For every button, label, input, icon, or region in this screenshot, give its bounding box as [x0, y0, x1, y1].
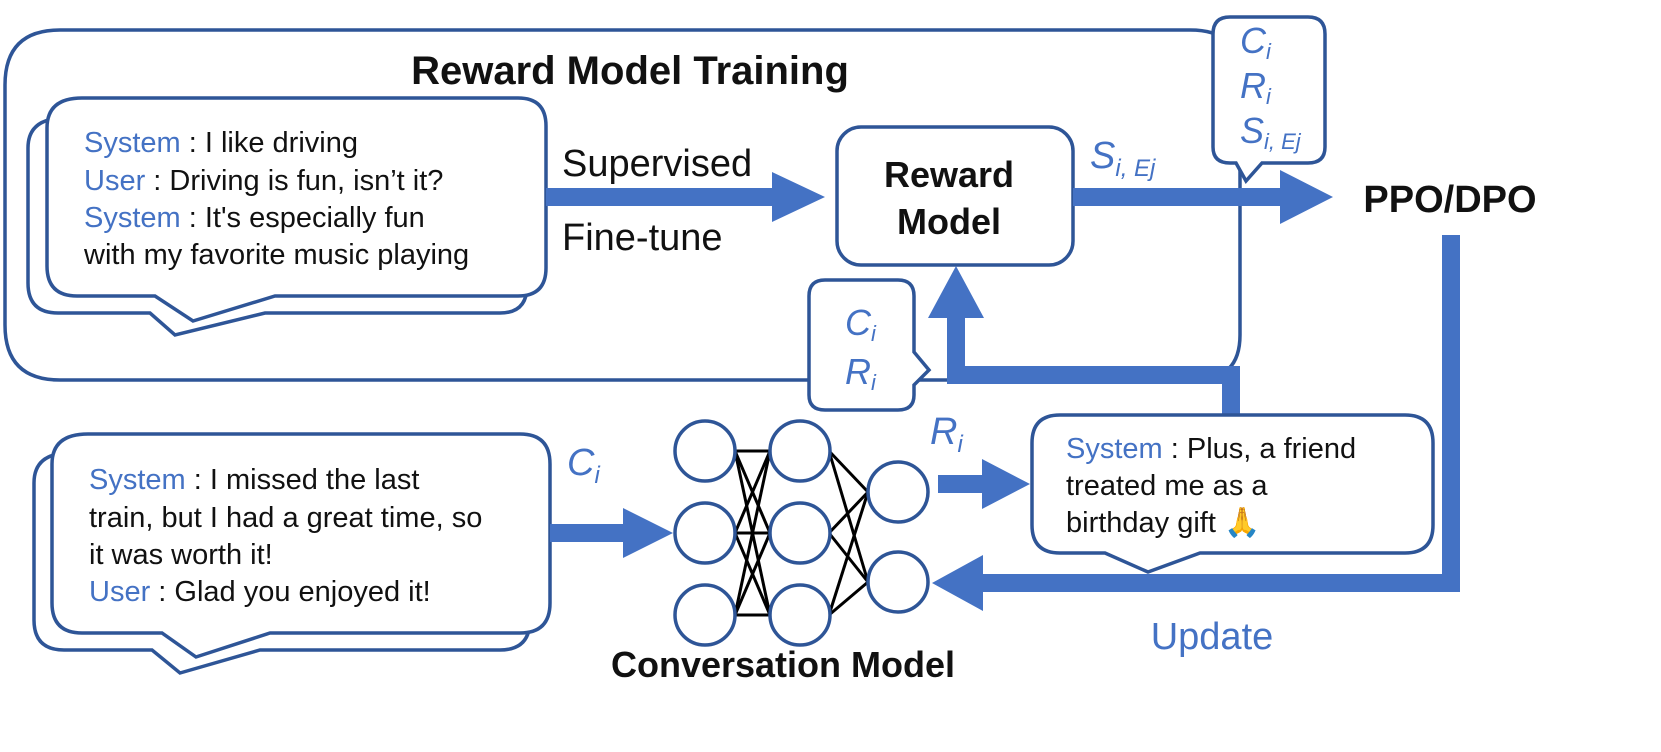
- network-node: [768, 501, 832, 565]
- output-tooltip: [1211, 15, 1327, 185]
- response-line-2: treated me as a: [1066, 470, 1268, 502]
- input-tooltip-c: Ci: [845, 302, 877, 346]
- training-bubble: [45, 96, 548, 323]
- output-tooltip-c: Ci: [1240, 20, 1272, 64]
- score-label: Si, Ej: [1090, 135, 1156, 182]
- output-tooltip-s: Si, Ej: [1240, 110, 1302, 154]
- context-line-1: System : I missed the last: [89, 464, 419, 496]
- score-arrow: [1073, 170, 1333, 224]
- training-line-3: System : It's especially fun: [84, 202, 425, 234]
- reward-model-line2: Model: [897, 201, 1001, 242]
- network-nodes: [673, 419, 930, 647]
- ppo-dpo-label: PPO/DPO: [1363, 179, 1536, 221]
- conversation-model-label: Conversation Model: [611, 644, 955, 685]
- finetune-arrow: [546, 172, 825, 222]
- context-arrow-label: Ci: [567, 442, 600, 489]
- context-bubble: [50, 432, 552, 659]
- network-node: [673, 501, 737, 565]
- context-arrow: [550, 508, 673, 558]
- output-tooltip-r: Ri: [1240, 65, 1272, 109]
- network-node: [673, 419, 737, 483]
- reward-model-box: [835, 125, 1075, 267]
- network-node: [768, 419, 832, 483]
- finetune-label: Fine-tune: [562, 217, 723, 259]
- input-tooltip: [807, 278, 932, 412]
- response-line-1: System : Plus, a friend: [1066, 433, 1356, 465]
- network-node: [673, 583, 737, 647]
- supervised-label: Supervised: [562, 143, 752, 185]
- response-arrow: [938, 459, 1030, 509]
- input-tooltip-r: Ri: [845, 351, 877, 395]
- training-line-2: User : Driving is fun, isn’t it?: [84, 165, 443, 197]
- training-line-1: System : I like driving: [84, 127, 358, 159]
- network-node: [768, 583, 832, 647]
- context-line-4: User : Glad you enjoyed it!: [89, 576, 431, 608]
- training-title: Reward Model Training: [411, 49, 849, 93]
- training-line-4: with my favorite music playing: [83, 239, 469, 271]
- feedback-arrow: [928, 266, 1240, 415]
- update-label: Update: [1151, 616, 1274, 658]
- response-arrow-label: Ri: [930, 411, 963, 458]
- network-node: [866, 460, 930, 524]
- response-bubble: [1030, 413, 1435, 574]
- network-node: [866, 550, 930, 614]
- reward-model-line1: Reward: [884, 154, 1014, 195]
- context-line-3: it was worth it!: [89, 539, 273, 571]
- context-line-2: train, but I had a great time, so: [89, 502, 482, 534]
- network-edges: [733, 449, 870, 617]
- response-line-3: birthday gift 🙏: [1066, 506, 1260, 539]
